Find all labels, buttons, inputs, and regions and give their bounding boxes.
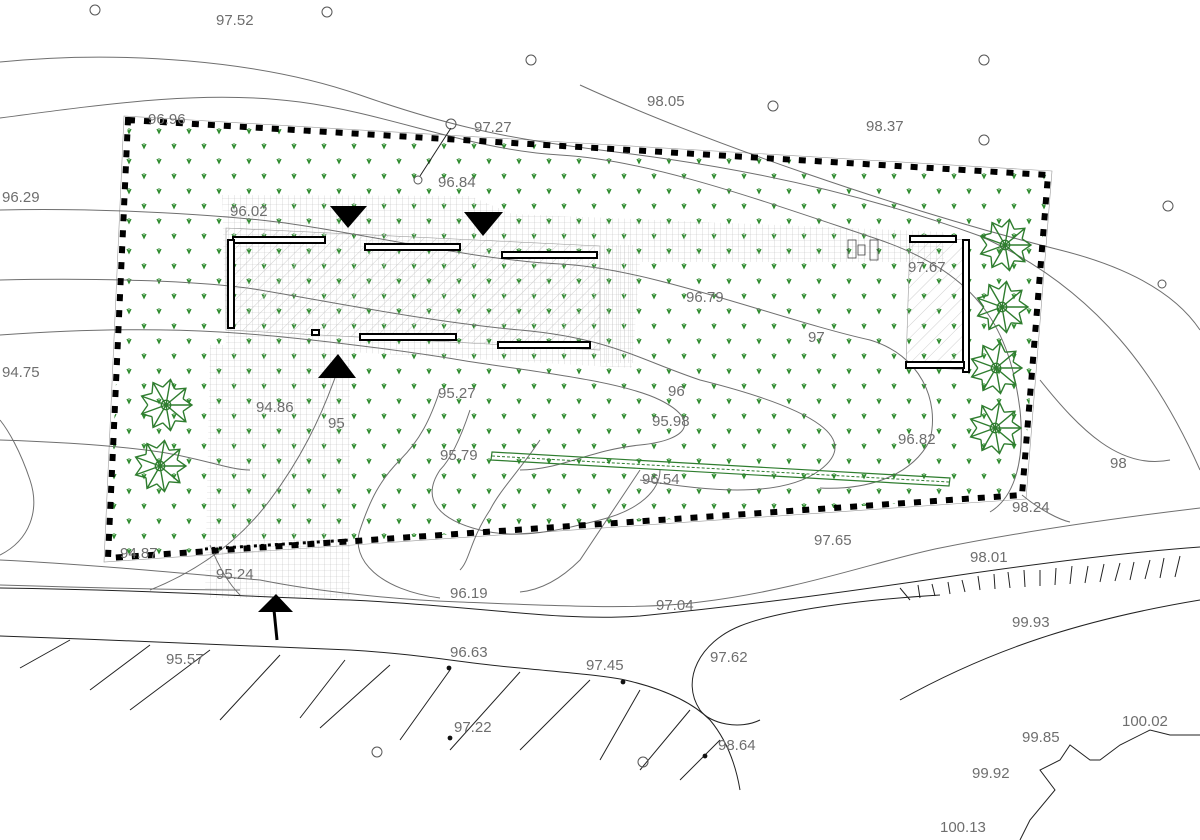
elevation-label: 96 [668, 383, 685, 400]
elevation-label: 95.24 [216, 566, 254, 583]
tree-icon [134, 439, 188, 493]
site-furniture [847, 239, 879, 261]
elevation-label: 96.02 [230, 203, 268, 220]
paved-strip [598, 245, 634, 363]
elevation-label: 100.02 [1122, 713, 1168, 730]
gate-line [204, 538, 351, 551]
entrance-markers [318, 206, 503, 378]
site-boundary-inner [103, 115, 1053, 563]
elevation-label: 97.27 [474, 119, 512, 136]
elevation-label: 97 [808, 329, 825, 346]
elevation-label: 96.29 [2, 189, 40, 206]
elevation-label: 97.04 [656, 597, 694, 614]
elevation-label: 95 [328, 415, 345, 432]
elevation-label: 96.96 [148, 111, 186, 128]
elevation-label: 95.27 [438, 385, 476, 402]
elevation-label: 96.79 [686, 289, 724, 306]
trees [134, 218, 1033, 493]
tree-icon [979, 218, 1033, 272]
tree-icon [976, 280, 1030, 334]
roads [0, 546, 1200, 840]
elevation-label: 95.98 [652, 413, 690, 430]
elevation-label: 98.37 [866, 118, 904, 135]
building-walls [227, 235, 970, 373]
hatched-terrace-east [905, 237, 969, 371]
survey-dots [446, 665, 708, 759]
elevation-label: 97.62 [710, 649, 748, 666]
elevation-label: 95.79 [440, 447, 478, 464]
elevation-label: 98.05 [647, 93, 685, 110]
elevation-label: 97.65 [814, 532, 852, 549]
elevation-label: 96.54 [642, 471, 680, 488]
elevation-label: 97.67 [908, 259, 946, 276]
survey-leader [419, 127, 452, 177]
elevation-label: 98 [1110, 455, 1127, 472]
triangle-icon [330, 206, 367, 228]
elevation-label: 100.13 [940, 819, 986, 836]
elevation-label: 97.22 [454, 719, 492, 736]
elevation-label: 94.86 [256, 399, 294, 416]
planted-strip [490, 451, 951, 487]
survey-points [89, 4, 1174, 768]
elevation-label: 99.92 [972, 765, 1010, 782]
elevation-label: 97.52 [216, 12, 254, 29]
elevation-label: 94.87 [120, 545, 158, 562]
tree-icon [140, 378, 194, 432]
tree-icon [969, 401, 1023, 455]
elevation-label: 94.75 [2, 364, 40, 381]
elevation-label: 98.24 [1012, 499, 1050, 516]
tree-icon [970, 341, 1024, 395]
triangle-icon [464, 212, 503, 236]
elevation-label: 98.64 [718, 737, 756, 754]
site-boundary [104, 116, 1052, 562]
elevation-label: 98.01 [970, 549, 1008, 566]
elevation-label: 96.84 [438, 174, 476, 191]
contour-lines [0, 56, 1200, 608]
elevation-label: 96.63 [450, 644, 488, 661]
elevation-label: 99.85 [1022, 729, 1060, 746]
arrow-up-icon [258, 594, 293, 641]
elevation-label: 95.57 [166, 651, 204, 668]
elevation-label: 97.45 [586, 657, 624, 674]
elevation-label: 96.19 [450, 585, 488, 602]
elevation-label: 99.93 [1012, 614, 1050, 631]
triangle-icon [318, 354, 356, 378]
elevation-label: 96.82 [898, 431, 936, 448]
elevation-labels: 97.52 98.05 96.96 97.27 98.37 96.84 96.2… [2, 12, 1168, 836]
